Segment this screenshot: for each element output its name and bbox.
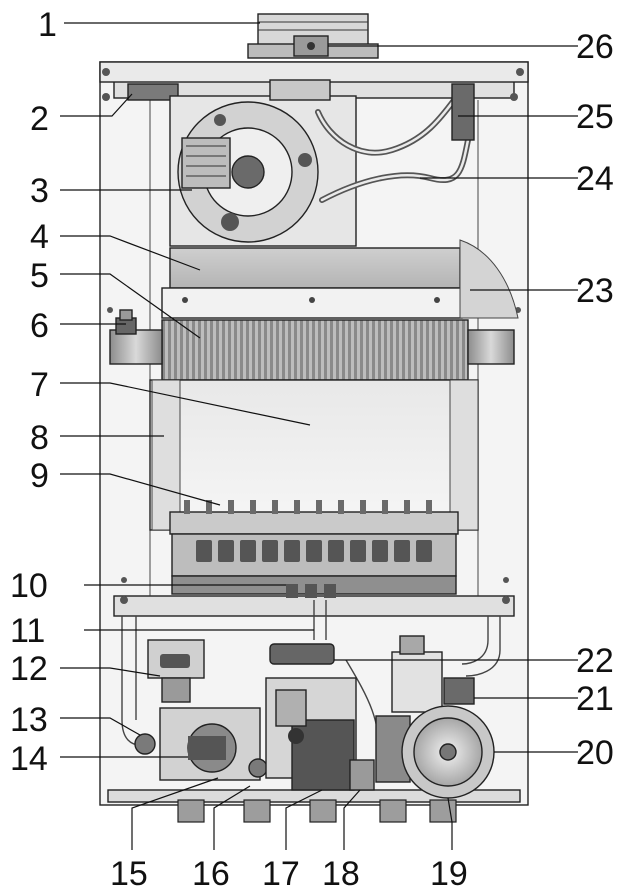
callout-26: 26 [576,28,614,66]
burner-blade [360,500,366,514]
callout-7: 7 [30,366,49,404]
auto-air-vent [391,635,443,713]
burner-blade [426,500,432,514]
callout-22: 22 [576,642,614,680]
burner-injector [372,540,388,562]
leader-lines [60,22,578,850]
filling-tap [349,759,375,791]
callout-12: 12 [10,650,48,688]
burner-injector [196,540,212,562]
overheat-thermostat [115,309,137,335]
burner-blade [184,500,190,514]
chamber-insulation-panel-right [449,379,479,531]
gas-inlet-handle [269,643,335,665]
callout-15: 15 [110,855,148,891]
burner-blade [382,500,388,514]
chamber-insulation-panel [151,379,181,531]
callout-23: 23 [576,272,614,310]
callout-1: 1 [38,6,57,44]
burner-blade [228,500,234,514]
pressure-sensor [443,677,475,705]
casing-screws [102,68,524,604]
callout-24: 24 [576,160,614,198]
callout-13: 13 [10,701,48,739]
heat-exchanger [109,319,515,381]
callout-3: 3 [30,172,49,210]
water-valve-assembly [134,707,268,781]
callout-4: 4 [30,218,49,256]
flue-sampling-point [293,35,329,57]
burner-blade [404,500,410,514]
burner [169,500,459,577]
pressure-tube-connector [451,83,475,141]
gas-valve [265,677,357,791]
fan-housing [169,79,357,247]
callout-16: 16 [192,855,230,891]
callout-11: 11 [10,612,45,650]
air-pressure-switch [127,83,179,101]
callout-17: 17 [262,855,300,891]
ignition-electrodes [286,584,336,598]
callout-8: 8 [30,419,49,457]
side-insulation [459,239,519,319]
flue-hood [161,247,463,319]
burner-blade [338,500,344,514]
burner-injector [240,540,256,562]
burner-injector [394,540,410,562]
callout-labels: 1 2 3 4 5 6 7 8 9 10 11 12 13 14 15 16 1… [10,6,614,891]
burner-blade [316,500,322,514]
flow-switch [147,639,205,703]
callout-6: 6 [30,307,49,345]
burner-injector [416,540,432,562]
burner-injector [350,540,366,562]
burner-injector [218,540,234,562]
callout-9: 9 [30,457,49,495]
callout-20: 20 [576,734,614,772]
burner-blade [272,500,278,514]
burner-blade [206,500,212,514]
callout-10: 10 [10,567,48,605]
callout-21: 21 [576,680,614,718]
burner-injector [306,540,322,562]
callout-14: 14 [10,740,48,778]
burner-blade [250,500,256,514]
burner-injector [262,540,278,562]
burner-injector [284,540,300,562]
callout-25: 25 [576,98,614,136]
burner-blade [294,500,300,514]
callout-2: 2 [30,100,49,138]
callout-5: 5 [30,257,49,295]
burner-injector [328,540,344,562]
callout-19: 19 [430,855,468,891]
callout-18: 18 [322,855,360,891]
